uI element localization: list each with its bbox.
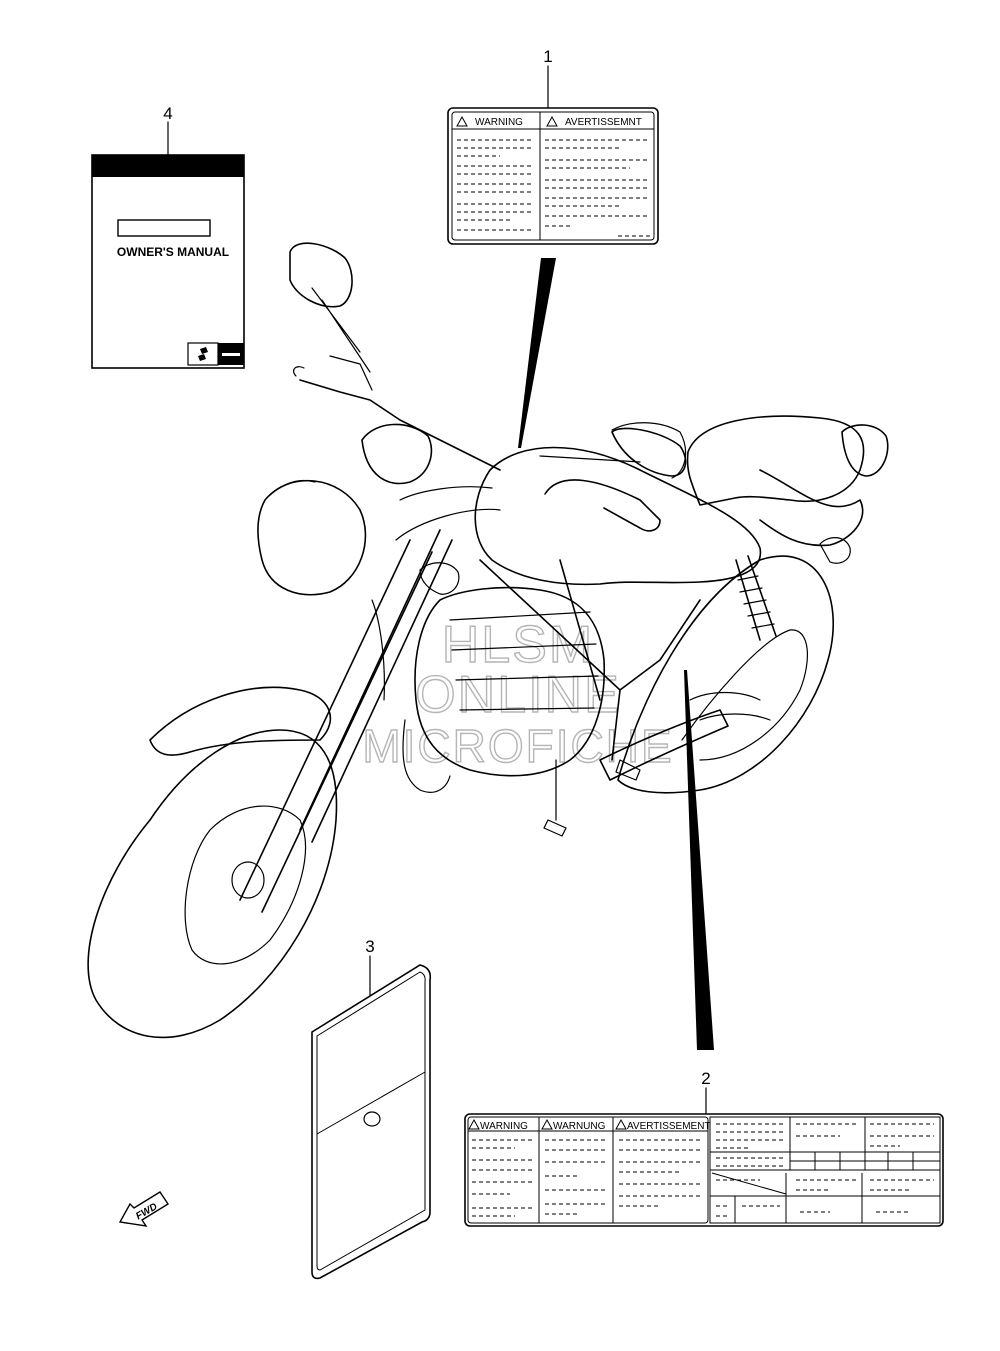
warning-triangle-icon bbox=[546, 115, 558, 127]
watermark-line2: ONLINE bbox=[415, 666, 621, 724]
label1-warning: WARNING bbox=[475, 117, 523, 128]
part-3-card[interactable]: 3 bbox=[311, 937, 432, 1280]
label2-avertissement: AVERTISSEMENT bbox=[627, 1121, 711, 1132]
leader-1-wedge bbox=[518, 258, 556, 448]
fwd-label: FWD bbox=[134, 1201, 159, 1222]
label1-text-placeholder bbox=[457, 139, 650, 237]
part-4-owners-manual[interactable]: 4 OWNER'S MANUAL bbox=[91, 104, 245, 369]
leader-2-wedge bbox=[684, 670, 714, 1050]
label2-warning: WARNING bbox=[480, 1121, 528, 1132]
callout-4: 4 bbox=[163, 104, 172, 123]
callout-3: 3 bbox=[365, 937, 374, 956]
suzuki-logo-icon bbox=[198, 347, 208, 361]
motorcycle-drawing bbox=[87, 242, 889, 1039]
warning-triangle-icon bbox=[615, 1118, 627, 1130]
fwd-arrow: FWD bbox=[118, 1191, 169, 1227]
watermark: HLSM ONLINE MICROFICHE bbox=[362, 615, 673, 772]
label2-text-placeholder bbox=[472, 1139, 700, 1217]
watermark-line3: MICROFICHE bbox=[362, 720, 673, 772]
label2-table-placeholder bbox=[716, 1123, 934, 1217]
warning-triangle-icon bbox=[541, 1118, 553, 1130]
label2-warnung: WARNUNG bbox=[553, 1121, 606, 1132]
part-1-warning-label[interactable]: 1 WARNING AVERTISSEMNT bbox=[447, 47, 659, 245]
forward-arrow-icon bbox=[118, 1191, 169, 1227]
warning-triangle-icon bbox=[468, 1118, 480, 1130]
card-hole-icon bbox=[363, 1111, 381, 1127]
label1-avertissement: AVERTISSEMNT bbox=[565, 117, 642, 128]
manual-title: OWNER'S MANUAL bbox=[117, 245, 229, 259]
part-2-warning-label[interactable]: 2 WARNING WARNUNG AVERTISSEMENT bbox=[464, 1069, 944, 1227]
callout-2: 2 bbox=[701, 1069, 710, 1088]
callout-1: 1 bbox=[543, 47, 552, 66]
warning-triangle-icon bbox=[456, 115, 468, 127]
